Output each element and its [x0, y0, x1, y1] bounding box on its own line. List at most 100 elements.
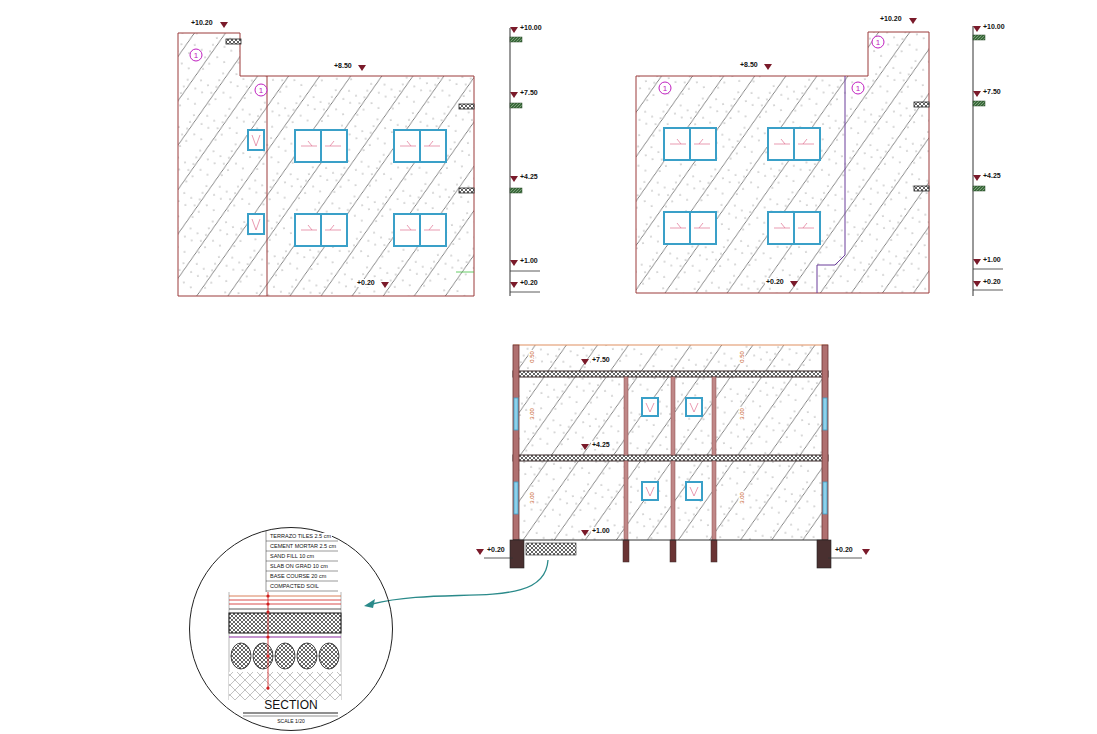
callout-circle: [852, 82, 864, 94]
dimension-label: 3.00: [529, 407, 536, 421]
level-label: +10.00: [982, 23, 1006, 31]
level-label: +0.20: [982, 278, 1002, 286]
level-triangle: [973, 175, 981, 181]
level-label: +7.50: [519, 89, 539, 97]
level-triangle: [510, 282, 518, 288]
level-line: [510, 271, 540, 272]
footing: [817, 540, 831, 568]
layer-line: [229, 596, 341, 597]
dimension-label: 3.00: [739, 407, 746, 421]
level-label: +7.50: [591, 356, 611, 364]
window-opening-mark: [301, 225, 341, 230]
vent-grille: [226, 39, 241, 44]
inner-column: [671, 461, 675, 540]
level-marker: [973, 186, 985, 191]
level-line: [973, 269, 1003, 270]
level-label: +10.20: [879, 15, 903, 23]
leader-dot: [266, 686, 269, 689]
level-marker: [973, 101, 985, 106]
window-opening-mark: [301, 141, 341, 146]
callout-number: 1: [856, 84, 860, 93]
window-opening-mark: [646, 487, 654, 496]
callout-circle: [659, 82, 671, 94]
window-mullion: [793, 212, 795, 244]
window-opening-mark: [774, 139, 814, 144]
level-triangle: [510, 92, 518, 98]
window-mullion: [689, 212, 691, 244]
leader-dot: [266, 654, 269, 657]
vent-grille: [459, 104, 474, 109]
window-frame: [248, 130, 264, 150]
footing: [711, 540, 717, 562]
window-frame: [295, 214, 347, 246]
title-underline: [243, 712, 338, 713]
footing: [623, 540, 629, 562]
illustration: [178, 18, 1003, 716]
wall-column: [513, 345, 519, 540]
dimension-label: 3.00: [529, 491, 536, 505]
level-label: +10.00: [519, 24, 543, 32]
floor-slab: [513, 455, 828, 461]
vent-grille: [914, 102, 929, 107]
level-marker: [510, 188, 522, 193]
level-triangle: [862, 549, 870, 555]
base-stone: [275, 643, 295, 669]
level-triangle: [220, 22, 228, 28]
inner-column: [624, 377, 628, 455]
detail-leader: [372, 560, 548, 604]
layer-label: COMPACTED SOIL: [269, 583, 320, 590]
level-label: +4.25: [591, 441, 611, 449]
callout-circle: [872, 36, 884, 48]
level-triangle: [973, 281, 981, 287]
vent-grille: [459, 188, 474, 193]
dimension-label: 0.50: [529, 350, 536, 364]
detail-arrowhead: [364, 599, 375, 608]
layer-line: [229, 604, 341, 605]
detail-leader-line: [268, 592, 269, 690]
level-label: +7.50: [982, 88, 1002, 96]
dimension-label: 0.50: [739, 350, 746, 364]
inner-column: [712, 461, 716, 540]
level-label: +0.20: [519, 279, 539, 287]
elevation-outline: [178, 33, 474, 296]
section-fill: [513, 345, 828, 540]
footing: [510, 540, 524, 568]
footing: [670, 540, 676, 562]
window-opening-mark: [646, 403, 654, 412]
layer-row-line: [266, 541, 338, 542]
layer-row-line: [266, 561, 338, 562]
inner-column: [712, 377, 716, 455]
window-opening-mark: [252, 219, 260, 230]
level-label: +1.00: [982, 256, 1002, 264]
wall-column: [822, 345, 828, 540]
leader-dot: [266, 610, 269, 613]
leader-dot: [266, 594, 269, 597]
layer-label: BASE COURSE 20 cm: [269, 573, 327, 580]
level-line: [828, 558, 862, 559]
window-frame: [686, 482, 702, 500]
callout-number: 1: [876, 38, 880, 47]
level-label: +10.20: [190, 19, 214, 27]
level-label: +4.25: [519, 173, 539, 181]
vent-grille: [914, 186, 929, 191]
elevation-joint: [267, 76, 268, 296]
window-opening-mark: [400, 225, 440, 230]
layer-row-line: [266, 531, 267, 592]
leader-dot: [266, 602, 269, 605]
level-triangle: [973, 259, 981, 265]
detail-title: SCALE 1/20: [277, 718, 305, 724]
level-label: +0.20: [356, 279, 376, 287]
detail-title: SECTION: [264, 699, 317, 712]
inner-column: [671, 377, 675, 455]
callout-number: 1: [663, 84, 667, 93]
level-triangle: [581, 359, 589, 365]
level-triangle: [790, 281, 798, 287]
level-bar: [973, 26, 974, 296]
window-frame: [394, 214, 446, 246]
layer-label: CEMENT MORTAR 2.5 cm: [269, 543, 337, 550]
window-frame: [248, 214, 264, 234]
base-stone: [253, 643, 273, 669]
callout-number: 1: [259, 86, 263, 95]
level-triangle: [476, 549, 484, 555]
